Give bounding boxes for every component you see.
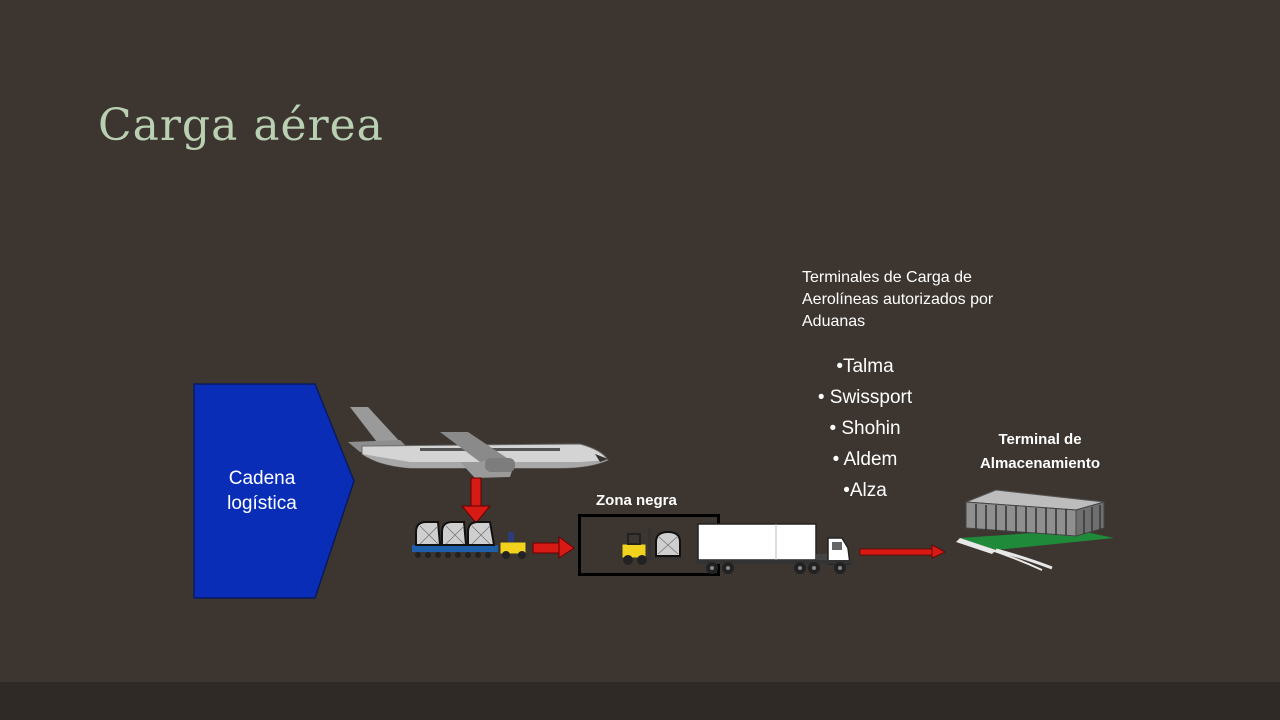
forklift-icon	[621, 528, 681, 565]
logistics-chain-label: Cadena logística	[227, 468, 297, 514]
terminal-item: • Swissport	[817, 387, 913, 408]
terminal-list: •Talma • Swissport • Shohin • Aldem •Alz…	[790, 351, 940, 506]
terminal-item: •Alza	[843, 480, 887, 501]
terminal-item: • Aldem	[832, 449, 898, 470]
warehouse-label: Terminal de Almacenamiento	[979, 431, 1101, 472]
right-arrow-icon	[532, 536, 575, 559]
baggage-cart-icon	[412, 521, 527, 559]
down-arrow-icon	[460, 477, 492, 524]
truck-icon	[696, 523, 852, 574]
right-arrow-icon	[859, 544, 946, 559]
slide-title: Carga aérea	[98, 100, 384, 151]
footer-band	[0, 682, 1280, 720]
terminal-item: •Talma	[836, 356, 894, 377]
terminal-item: • Shohin	[829, 418, 901, 439]
airplane-icon	[348, 407, 609, 478]
terminals-heading: Terminales de Carga de Aerolíneas autori…	[802, 269, 994, 330]
warehouse-icon	[956, 489, 1114, 571]
black-zone-label: Zona negra	[596, 492, 677, 509]
logistics-chain-block	[193, 383, 355, 599]
